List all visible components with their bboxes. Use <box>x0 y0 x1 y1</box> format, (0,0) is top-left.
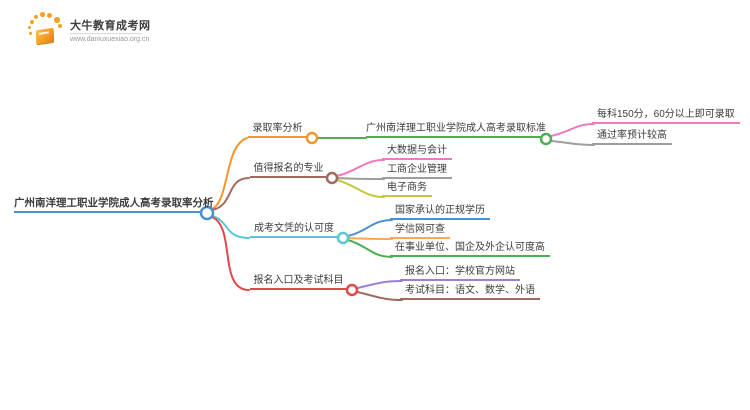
logo-book-icon <box>28 12 64 48</box>
node-circle-b1_1 <box>539 132 553 146</box>
leaf-label-ecommerce: 电子商务 <box>382 181 432 197</box>
node-circle-b3 <box>336 231 350 245</box>
edge-root-b1 <box>211 137 248 210</box>
branch-label-admission-rate: 录取率分析 <box>248 122 307 138</box>
edge-b1_1-b1_1_1 <box>550 123 595 137</box>
edge-b2-b2_2 <box>336 177 385 180</box>
edge-b3-b3_3 <box>347 239 393 258</box>
mindmap-root-label: 广州南洋理工职业学院成人高考录取率分析 <box>14 197 214 213</box>
edge-b1_1-b1_1_2 <box>550 140 595 146</box>
leaf-label-registration-portal: 报名入口：学校官方网站 <box>400 265 520 281</box>
logo: 大牛教育成考网 www.daniuxuexiao.org.cn <box>28 10 178 54</box>
node-circle-root <box>199 205 215 221</box>
logo-title: 大牛教育成考网 <box>70 20 151 32</box>
leaf-label-exam-subjects: 考试科目：语文、数学、外语 <box>400 284 540 300</box>
leaf-label-business-management: 工商企业管理 <box>382 163 452 179</box>
node-circle-b2 <box>325 171 339 185</box>
edge-b2-b2_1 <box>336 159 385 177</box>
leaf-label-score-requirement: 每科150分，60分以上即可录取 <box>592 108 740 124</box>
leaf-label-big-data-accounting: 大数据与会计 <box>382 144 452 160</box>
branch-label-recommended-majors: 值得报名的专业 <box>250 162 327 178</box>
edge-b3-b3_2 <box>348 237 393 240</box>
branch-label-registration-subjects: 报名入口及考试科目 <box>250 274 347 290</box>
node-circle-b4 <box>345 283 359 297</box>
leaf-label-chsi-verifiable: 学信网可查 <box>390 223 450 239</box>
edge-root-b4 <box>211 216 250 291</box>
edge-b4-b4_2 <box>356 291 403 301</box>
branch-label-diploma-recognition: 成考文凭的认可度 <box>250 222 338 238</box>
edge-root-b3 <box>211 215 250 239</box>
logo-url: www.daniuxuexiao.org.cn <box>70 33 149 43</box>
edge-b2-b2_3 <box>336 179 385 198</box>
edge-root-b2 <box>211 177 250 211</box>
leaf-label-pass-rate: 通过率预计较高 <box>592 129 672 145</box>
edge-b3-b3_1 <box>347 219 393 237</box>
node-circle-b1 <box>305 131 319 145</box>
leaf-label-employer-recognition: 在事业单位、国企及外企认可度高 <box>390 241 550 257</box>
leaf-label-state-recognized: 国家承认的正规学历 <box>390 204 490 220</box>
node-label-admission-standard: 广州南洋理工职业学院成人高考录取标准 <box>366 122 546 138</box>
edge-b4-b4_1 <box>356 280 403 289</box>
